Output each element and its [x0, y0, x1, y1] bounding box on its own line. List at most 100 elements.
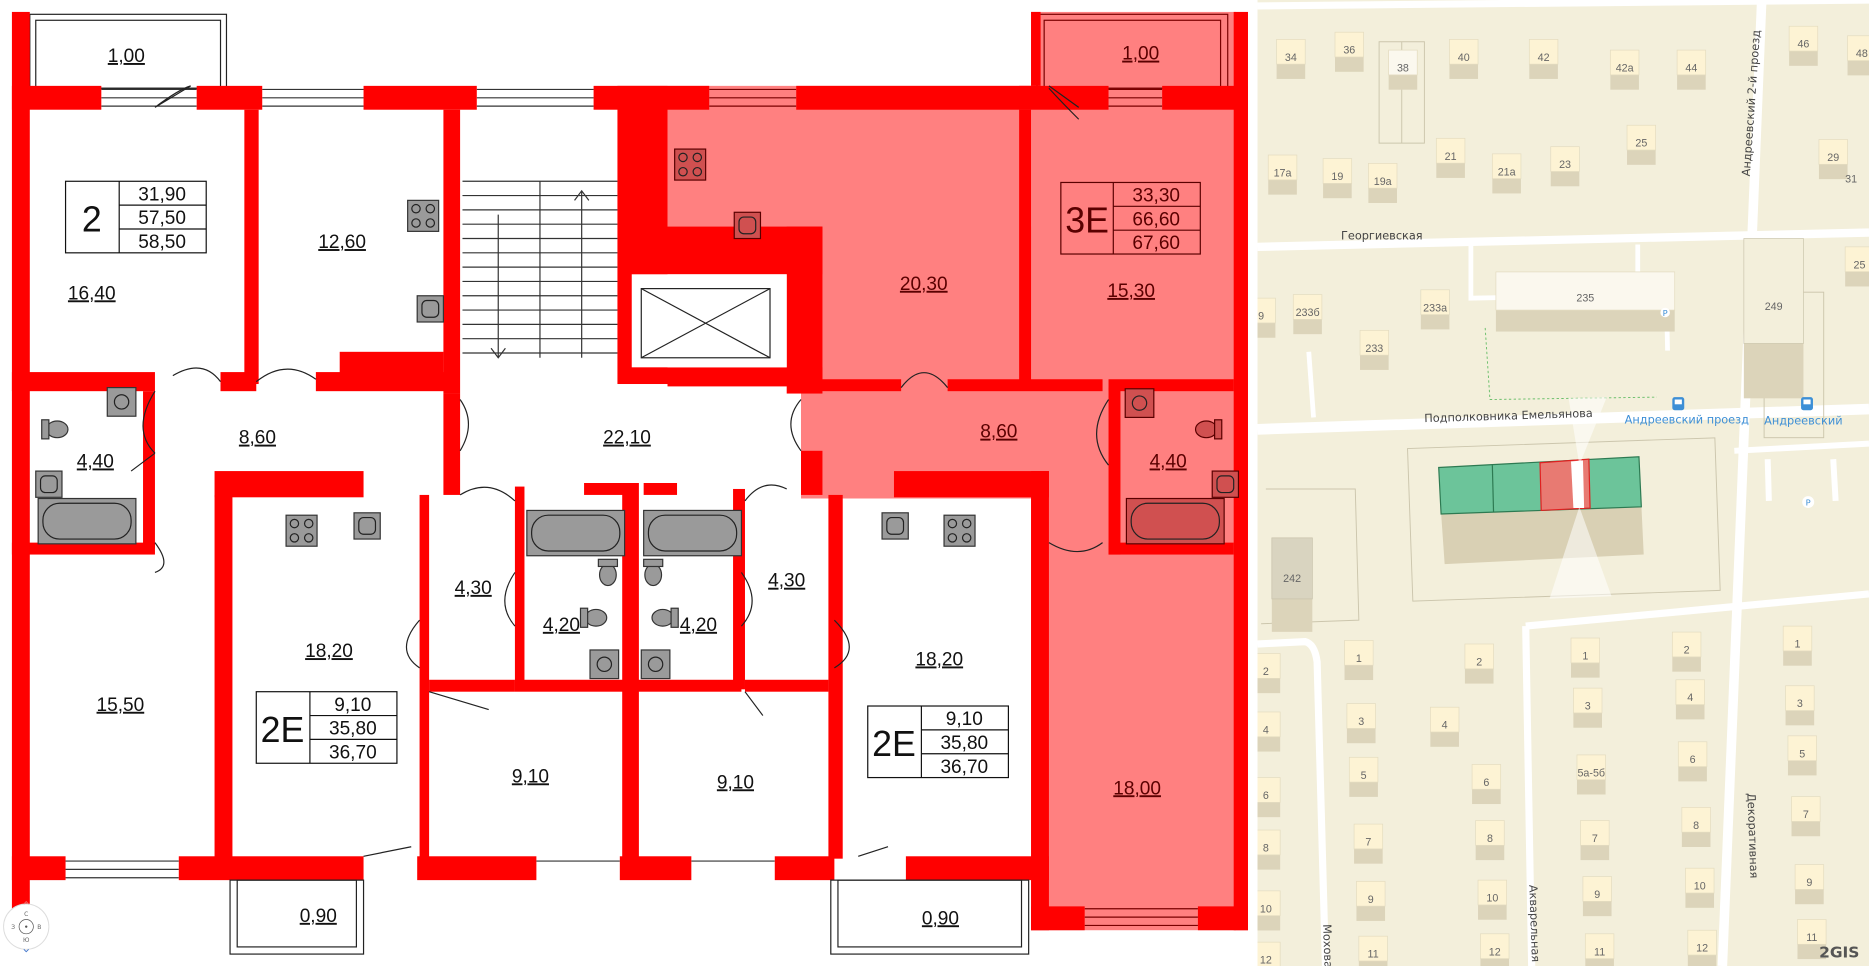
apartment-info-2[interactable]: 2 31,90 57,50 58,50 [64, 180, 207, 254]
map-building[interactable]: 6 [1471, 764, 1502, 805]
map-building[interactable]: 36 [1334, 31, 1364, 72]
map-building[interactable]: 19 [1322, 158, 1353, 199]
map-building[interactable]: 7 [1580, 820, 1610, 861]
map-building[interactable]: 10 [1477, 879, 1508, 920]
map-building[interactable]: 5 [1787, 735, 1817, 776]
map-building[interactable]: 1 [1782, 625, 1813, 666]
map-building[interactable]: 233б [1292, 294, 1323, 335]
map-building[interactable]: 2 [1464, 643, 1494, 684]
washing-machine-icon [106, 386, 137, 417]
map-building[interactable]: 5а-5б [1576, 754, 1606, 795]
map-building[interactable]: 42 [1528, 38, 1559, 79]
building-number: 34 [1285, 52, 1297, 64]
map-building[interactable]: 40 [1449, 38, 1479, 79]
map-building[interactable]: 44 [1676, 49, 1707, 90]
building-number: 12 [1489, 946, 1501, 958]
building-number: 40 [1458, 52, 1470, 64]
map-building[interactable]: 12 [1480, 933, 1510, 966]
map-building[interactable]: 25 [1844, 246, 1869, 287]
map-building[interactable]: 235 [1495, 271, 1676, 332]
map-building[interactable]: 7 [1791, 796, 1821, 837]
room-area: 4,20 [543, 615, 580, 636]
map-building[interactable]: 249 [1743, 238, 1804, 399]
sink-icon [353, 512, 381, 540]
apartment-info-3e[interactable]: 3Е 33,30 66,60 67,60 [1060, 181, 1201, 255]
living-area: 9,10 [946, 709, 983, 730]
map-building[interactable]: 3 [1346, 703, 1376, 744]
building-number: 12 [1260, 955, 1272, 966]
map-building[interactable]: 21 [1435, 137, 1466, 178]
apartment-info-2e-right[interactable]: 2Е 9,10 35,80 36,70 [867, 705, 1009, 779]
target-building[interactable] [1438, 397, 1644, 599]
map-building[interactable]: 3 [1573, 687, 1603, 728]
map-building[interactable]: 23 [1550, 146, 1580, 187]
map-building[interactable]: 8 [1475, 820, 1505, 861]
map-building[interactable]: 4 [1252, 711, 1281, 752]
map-building[interactable]: 8 [1252, 829, 1281, 870]
street-label: Декоративная [1744, 793, 1761, 879]
total-area: 35,80 [940, 733, 988, 754]
map-building[interactable]: 10 [1252, 890, 1281, 931]
map-building[interactable]: 46 [1788, 25, 1819, 66]
map-building[interactable]: 242 [1271, 537, 1313, 632]
map-building[interactable]: 12 [1687, 929, 1717, 966]
map-building[interactable]: 4 [1429, 706, 1460, 747]
map-building[interactable]: 9 [1247, 297, 1276, 338]
room-labels: 1,00 1,00 0,90 0,90 16,40 12,60 8,60 4,4… [68, 44, 1187, 930]
map-building[interactable]: 6 [1252, 777, 1281, 818]
map-building[interactable]: 2 [1671, 631, 1702, 672]
map-building[interactable]: 29 [1818, 139, 1848, 180]
map-building[interactable]: 38 [1388, 49, 1418, 90]
total-area-with-balcony: 36,70 [940, 757, 988, 778]
map-building[interactable]: 8 [1681, 807, 1711, 847]
bus-stop[interactable]: Андреевский [1764, 397, 1843, 428]
map-building[interactable]: 17а [1267, 154, 1298, 195]
apartment-type: 2Е [261, 710, 305, 750]
building-number: 6 [1483, 777, 1489, 789]
map-building[interactable]: 19а [1368, 163, 1398, 203]
bathtub-icon [526, 509, 626, 557]
map-building[interactable]: 11 [1584, 933, 1615, 966]
map-building[interactable]: 10 [1685, 867, 1715, 908]
map-building[interactable]: 9 [1582, 876, 1612, 917]
map-building[interactable]: 31 [1845, 173, 1857, 185]
balcony-area-top-left: 1,00 [108, 46, 145, 67]
map-building[interactable]: 1 [1570, 637, 1600, 678]
map-building[interactable]: 42а [1609, 49, 1640, 90]
map-building[interactable]: 11 [1358, 935, 1388, 966]
apartment-info-2e-left[interactable]: 2Е 9,10 35,80 36,70 [255, 691, 398, 764]
map-building[interactable]: 233 [1359, 329, 1389, 370]
stove-icon [674, 148, 707, 181]
building-number: 4 [1442, 720, 1448, 732]
bus-stop[interactable]: Андреевский проезд [1625, 397, 1750, 426]
map-building[interactable]: 1 [1344, 640, 1374, 681]
total-area: 66,60 [1132, 209, 1180, 230]
map-building[interactable]: 11 [1797, 919, 1827, 960]
total-area: 35,80 [329, 719, 377, 740]
building-number: 5а-5б [1577, 767, 1605, 779]
map-building[interactable]: 2 [1252, 653, 1281, 694]
map-building[interactable]: 233а [1420, 289, 1450, 330]
map-building[interactable]: 5 [1348, 756, 1379, 797]
building-number: 2 [1476, 656, 1482, 668]
building-number: 1 [1794, 639, 1800, 651]
map-building[interactable]: 3 [1785, 685, 1815, 726]
map-building[interactable]: 48 [1847, 35, 1869, 76]
building-number: 36 [1343, 45, 1355, 57]
washing-machine-icon [589, 649, 620, 680]
map-building[interactable]: 34 [1276, 38, 1306, 79]
map-building[interactable]: 4 [1675, 679, 1705, 720]
bus-stop-label: Андреевский проезд [1625, 412, 1750, 426]
apartment-type: 3Е [1065, 201, 1109, 241]
map-building[interactable]: 21а [1491, 153, 1522, 194]
street-label: Подполковника Емельянова [1424, 406, 1593, 425]
map-building[interactable]: 7 [1353, 823, 1384, 864]
map-building[interactable]: 6 [1677, 741, 1708, 782]
map-building[interactable]: 9 [1794, 864, 1825, 905]
map-building[interactable]: 9 [1356, 880, 1386, 921]
map-building[interactable]: 25 [1626, 124, 1656, 165]
map-building[interactable]: 12 [1252, 941, 1281, 966]
building-number: 9 [1368, 894, 1374, 906]
compass-icon[interactable]: С З В Ю [3, 900, 50, 953]
